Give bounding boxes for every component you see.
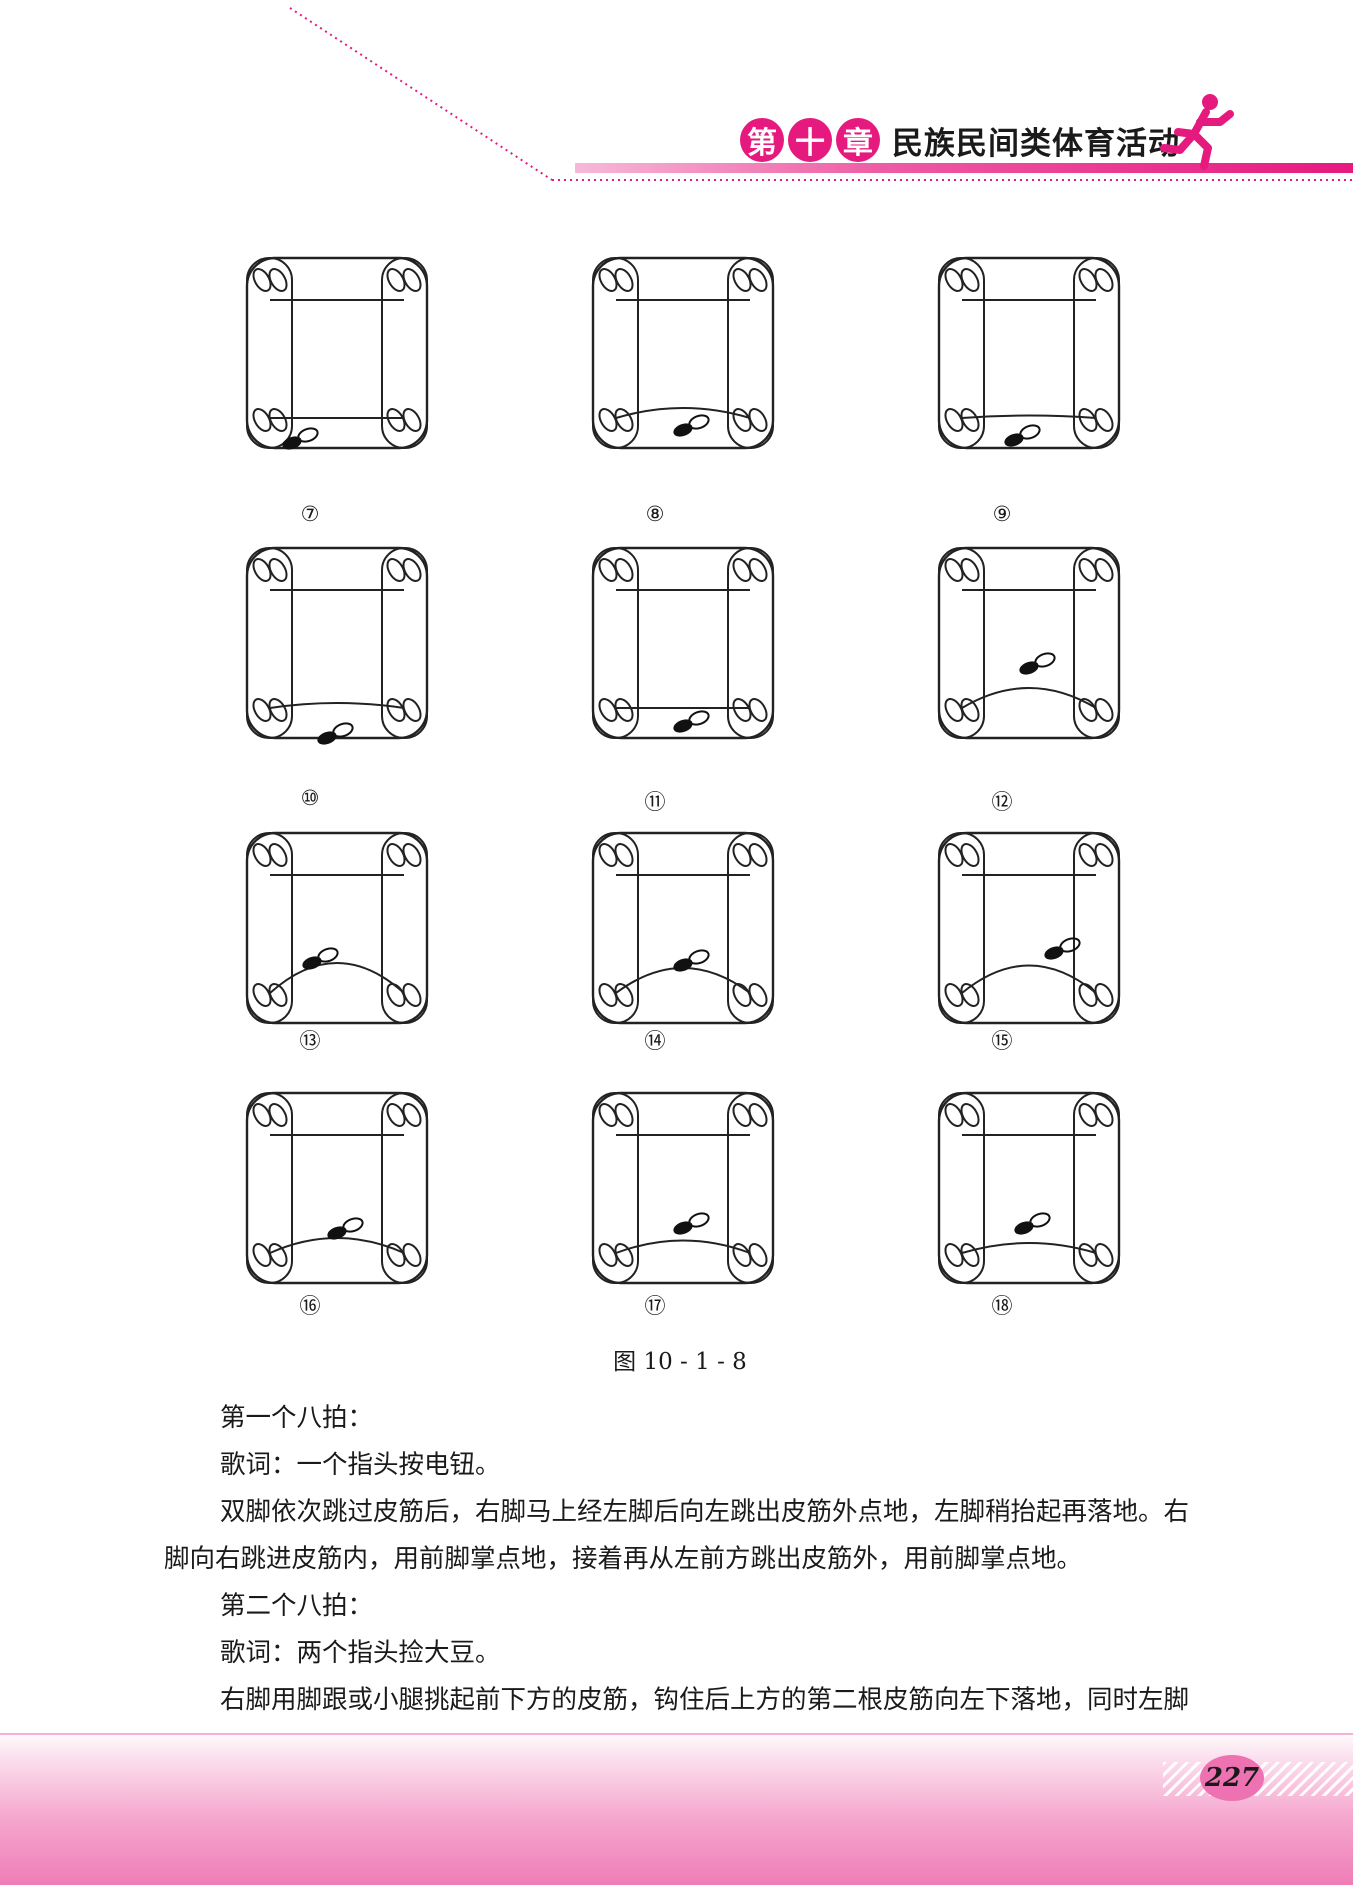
figure-number: ⑬ — [299, 1029, 321, 1053]
paragraph: 双脚依次跳过皮筋后，右脚马上经左脚后向左跳出皮筋外点地，左脚稍抬起再落地。右脚向… — [164, 1497, 1190, 1574]
chapter-char: 章 — [836, 118, 880, 162]
page-number: 227 — [1200, 1755, 1264, 1801]
rubber-band-diagram — [934, 248, 1134, 478]
rubber-band-diagram — [242, 538, 442, 768]
header-decoration — [289, 7, 1353, 181]
figure-number: ⑩ — [300, 786, 320, 810]
paragraph: 第一个八拍： — [220, 1403, 374, 1433]
figure-number: ⑪ — [644, 790, 666, 814]
footer-band — [0, 1730, 1353, 1885]
footer-line — [0, 1733, 1353, 1735]
rubber-band-diagram — [242, 248, 442, 478]
chapter-char: 第 — [740, 118, 784, 162]
figure-number: ⑫ — [991, 790, 1013, 814]
chapter-char: 十 — [788, 118, 832, 162]
paragraph: 第二个八拍： — [220, 1591, 374, 1621]
header-bar — [575, 163, 1353, 173]
figure-caption: 图 10 - 1 - 8 — [613, 1349, 747, 1375]
rubber-band-diagram — [934, 1083, 1134, 1313]
figure-number: ⑱ — [991, 1294, 1013, 1318]
figure-number: ⑯ — [299, 1294, 321, 1318]
rubber-band-diagram — [242, 823, 442, 1053]
figure-number: ⑮ — [991, 1029, 1013, 1053]
rubber-band-diagram — [588, 823, 788, 1053]
figure-number: ⑭ — [644, 1029, 666, 1053]
chapter-header: 第 十 章 民族民间类体育活动 — [740, 112, 1180, 168]
paragraph: 歌词：一个指头按电钮。 — [220, 1450, 501, 1480]
figure-number: ⑦ — [300, 502, 320, 526]
rubber-band-diagram — [934, 823, 1134, 1053]
figure-number: ⑨ — [992, 502, 1012, 526]
rubber-band-diagram — [588, 248, 788, 478]
chapter-title: 民族民间类体育活动 — [892, 125, 1180, 162]
running-person-icon — [1160, 94, 1234, 170]
rubber-band-diagram — [242, 1083, 442, 1313]
rubber-band-diagram — [588, 538, 788, 768]
rubber-band-diagram — [588, 1083, 788, 1313]
figure-number: ⑰ — [644, 1294, 666, 1318]
rubber-band-diagram — [934, 538, 1134, 768]
paragraph: 歌词：两个指头捡大豆。 — [220, 1638, 501, 1668]
figure-number: ⑧ — [645, 502, 665, 526]
